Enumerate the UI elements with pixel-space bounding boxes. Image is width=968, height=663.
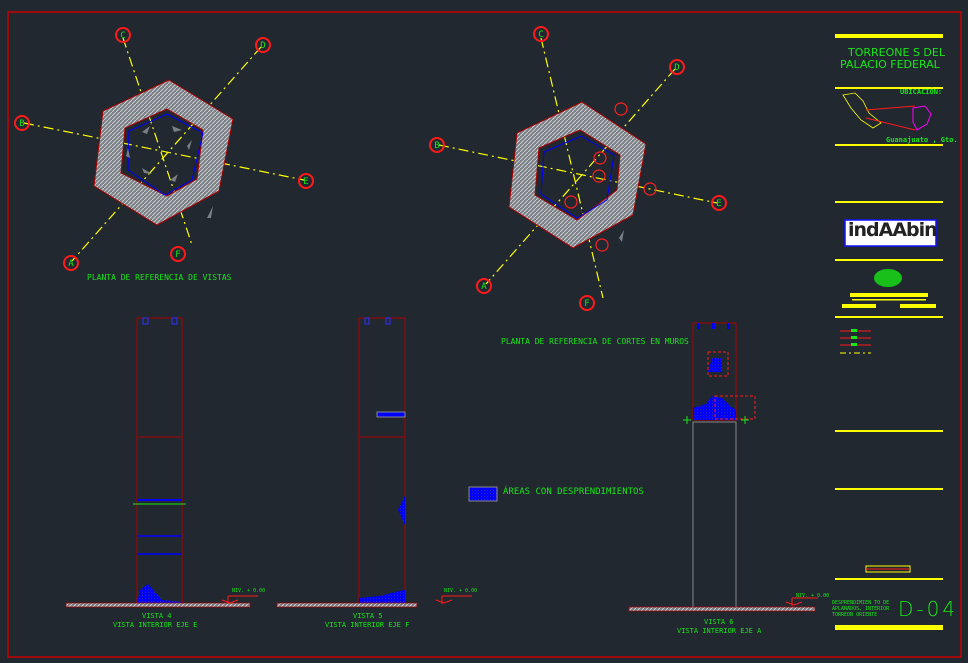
axis-label: F — [175, 250, 180, 260]
cuts-plan-title: PLANTA DE REFERENCIA DE CORTES EN MUROS — [501, 337, 689, 346]
view-6-subtitle: VISTA INTERIOR EJE A — [677, 627, 762, 635]
elevation-view-6 — [628, 322, 818, 612]
axis-label: A — [481, 282, 487, 292]
project-title-line-1: TORREONE S DEL — [848, 46, 945, 59]
axis-bubbles — [14, 26, 727, 311]
sheet-number: D-04 — [898, 597, 959, 621]
view-4-subtitle: VISTA INTERIOR EJE E — [113, 621, 198, 629]
axis-label: A — [68, 259, 74, 269]
view-6-level: NIV. + 0.00 — [796, 593, 830, 599]
plan-cuts — [438, 37, 718, 299]
legend-swatch — [468, 486, 498, 502]
view-5-title: VISTA 5 — [353, 612, 383, 620]
view-5-subtitle: VISTA INTERIOR EJE F — [325, 621, 410, 629]
axis-label: C — [538, 30, 543, 40]
sheet-border — [7, 11, 962, 658]
axis-label: B — [434, 141, 439, 151]
location-value: Guanajuato , Gto. — [886, 136, 958, 144]
legend-label: ÁREAS CON DESPRENDIMIENTOS — [503, 487, 644, 497]
view-4-title: VISTA 4 — [142, 612, 172, 620]
project-title-line-2: PALACIO FEDERAL — [840, 58, 940, 71]
sheet-description-line: DESPRENDIMIEN TO DE — [832, 600, 890, 606]
view-4-level: NIV. + 0.00 — [232, 588, 266, 594]
plan-views — [23, 37, 305, 262]
title-block — [835, 34, 943, 630]
view-6-title: VISTA 6 — [704, 618, 734, 626]
sheet-description-line: TORREON ORIENTE — [832, 612, 878, 618]
axis-label: E — [303, 177, 308, 187]
guanajuato-map — [912, 105, 932, 131]
sheet-description-line: APLANADOS, INTERIOR — [832, 606, 890, 612]
seal-icon — [874, 269, 902, 287]
indaabin-logo — [844, 219, 937, 247]
views-plan-title: PLANTA DE REFERENCIA DE VISTAS — [87, 273, 232, 282]
axis-label: E — [716, 199, 721, 209]
elevation-view-4 — [65, 317, 258, 608]
location-label: UBICACIÓN: — [900, 88, 943, 96]
view-5-level: NIV. + 0.00 — [444, 588, 478, 594]
axis-label: B — [19, 119, 24, 129]
axis-label: C — [120, 31, 125, 41]
mexico-map — [842, 92, 882, 129]
sheet-description: DESPRENDIMIEN TO DE APLANADOS, INTERIOR … — [832, 600, 889, 618]
axis-label: D — [260, 41, 265, 51]
axis-label: D — [674, 63, 679, 73]
axis-label: F — [584, 299, 589, 309]
elevation-view-5 — [276, 317, 472, 608]
logo-text: indAAbin — [848, 219, 938, 241]
